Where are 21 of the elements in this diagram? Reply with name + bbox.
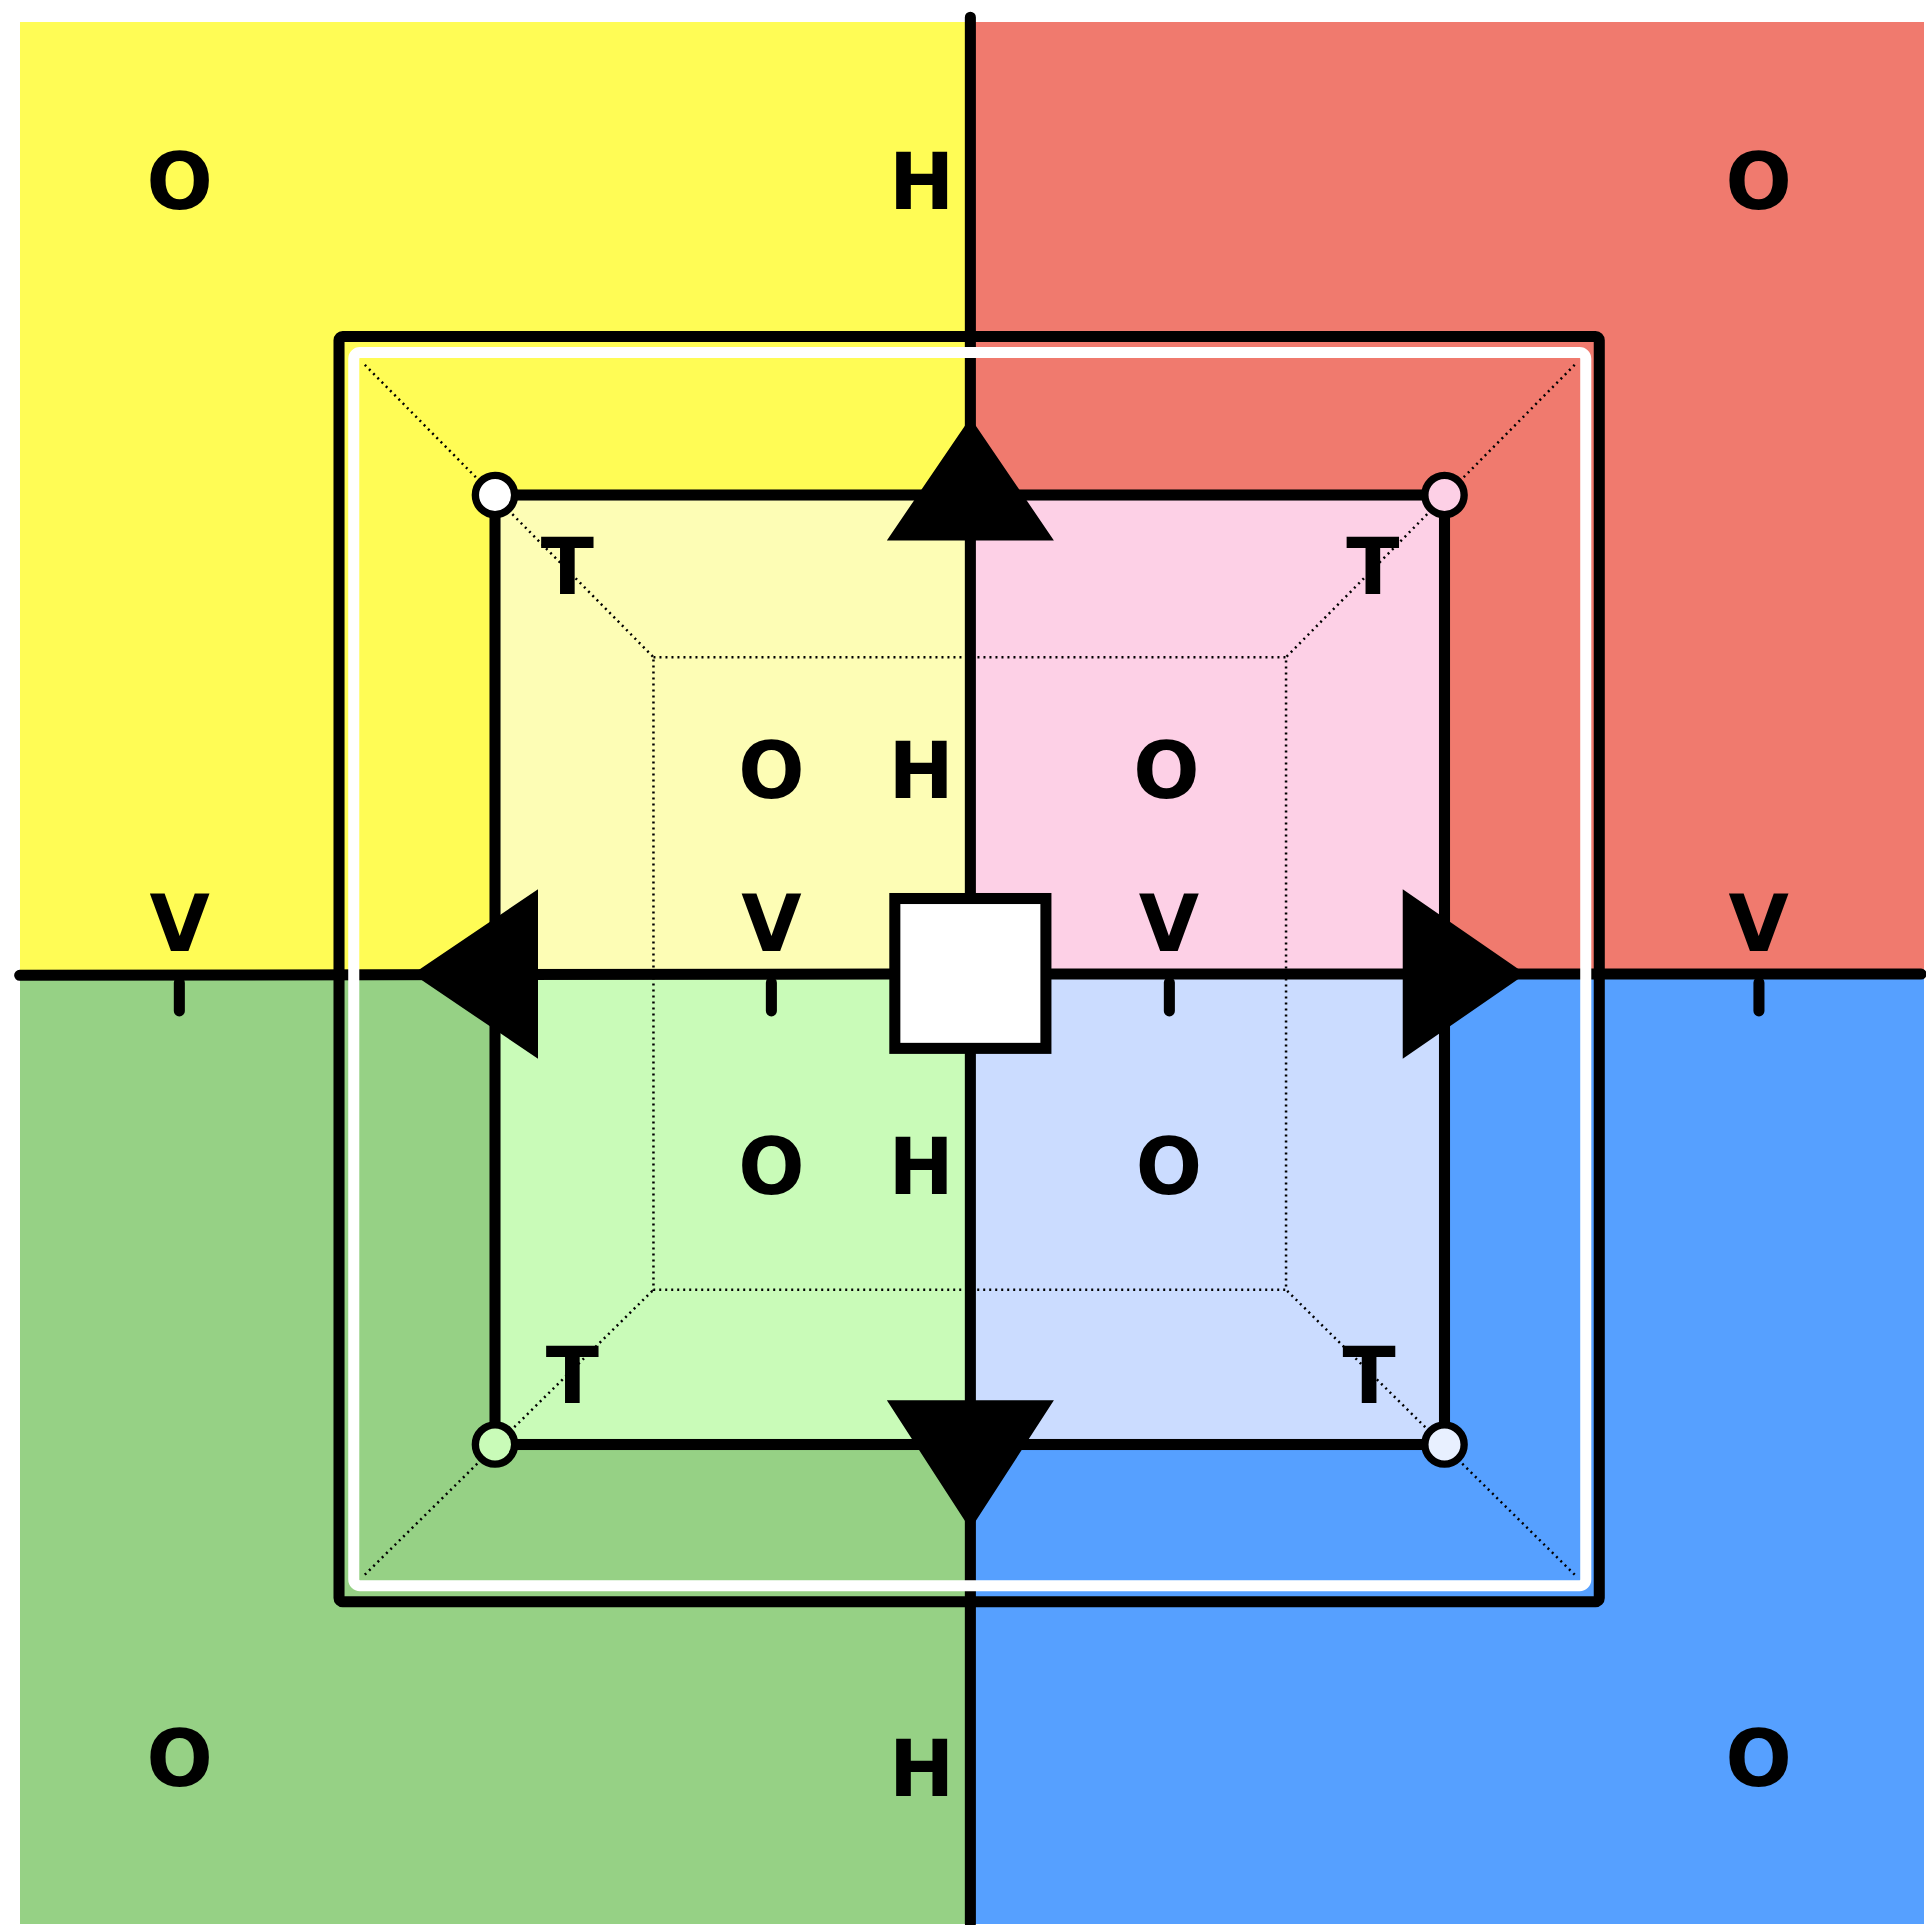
letter-label: T (1342, 1336, 1396, 1415)
letter-label: T (1346, 528, 1400, 607)
letter-label: O (146, 142, 213, 221)
letter-label: O (1133, 732, 1200, 811)
letter-label: O (1725, 1719, 1792, 1798)
letter-label: V (149, 884, 210, 963)
letter-label: T (540, 528, 595, 607)
letter-label: T (545, 1336, 599, 1415)
letter-label: H (888, 1729, 955, 1808)
letter-label: O (738, 1127, 805, 1206)
letter-label: V (1728, 884, 1789, 963)
letter-label: O (1135, 1127, 1203, 1206)
letter-label: V (1138, 884, 1200, 963)
letter-label: H (888, 732, 954, 811)
letter-label: V (741, 884, 802, 963)
letter-label: O (146, 1719, 213, 1798)
letter-label: H (888, 1127, 954, 1206)
letter-label: H (888, 142, 955, 221)
center-square (889, 893, 1052, 1054)
letter-label: O (1725, 142, 1792, 221)
letter-label: O (738, 732, 805, 811)
